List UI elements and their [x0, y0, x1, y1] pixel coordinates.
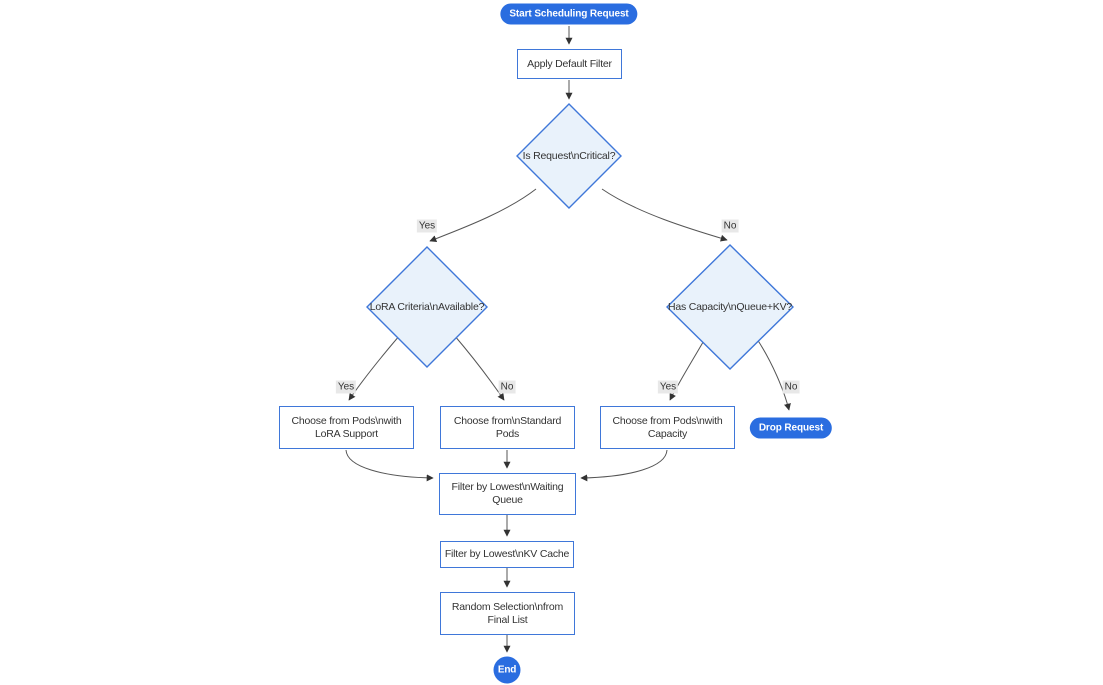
node-drop-request: Drop Request — [749, 417, 833, 439]
node-has-capacity-label: Has Capacity\nQueue+KV? — [667, 301, 793, 313]
edge-label-lora-no: No — [498, 380, 516, 394]
node-filter-kv-cache: Filter by Lowest\nKV Cache — [440, 541, 574, 568]
node-random-selection: Random Selection\nfrom Final List — [440, 592, 575, 635]
node-choose-standard-pods: Choose from\nStandard Pods — [440, 406, 575, 449]
edge-capacitypods-queue — [580, 449, 668, 482]
edge-label-critical-no: No — [721, 219, 739, 233]
node-has-capacity-diamond — [666, 244, 794, 370]
node-is-critical-label: Is Request\nCritical? — [522, 150, 616, 162]
edge-label-capacity-yes: Yes — [657, 380, 679, 394]
node-choose-capacity-pods: Choose from Pods\nwith Capacity — [600, 406, 735, 449]
edge-lorapods-queue — [345, 449, 434, 482]
edge-label-critical-yes: Yes — [416, 219, 438, 233]
node-lora-criteria-label: LoRA Criteria\nAvailable? — [369, 301, 485, 313]
node-filter-waiting-queue: Filter by Lowest\nWaiting Queue — [439, 473, 576, 515]
node-lora-criteria-diamond — [366, 246, 488, 368]
node-apply-default-filter: Apply Default Filter — [517, 49, 622, 79]
node-end: End — [493, 656, 521, 684]
edge-lora-yes — [348, 334, 401, 401]
edge-critical-yes — [429, 188, 537, 242]
edge-lora-no — [453, 334, 505, 401]
node-start: Start Scheduling Request — [500, 3, 638, 25]
edge-label-lora-yes: Yes — [335, 380, 357, 394]
edge-label-capacity-no: No — [782, 380, 800, 394]
edge-critical-no — [601, 188, 728, 242]
node-is-critical-diamond — [516, 103, 622, 209]
node-choose-lora-pods: Choose from Pods\nwith LoRA Support — [279, 406, 414, 449]
edge-capacity-no — [756, 338, 791, 411]
